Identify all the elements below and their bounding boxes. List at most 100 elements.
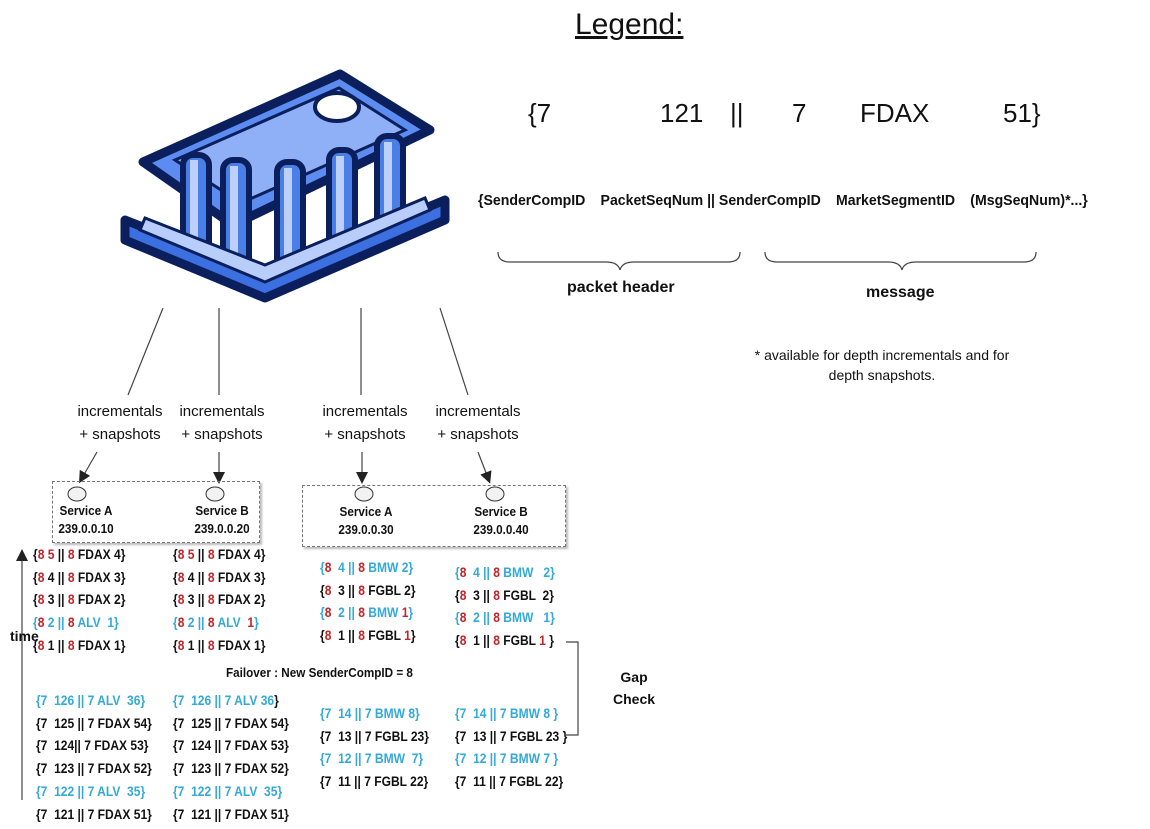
message-list: {8 4 || 8 BMW 2}{8 3 || 8 FGBL 2}{8 2 ||… — [455, 561, 555, 652]
message-row: {8 4 || 8 FDAX 3} — [173, 566, 265, 589]
message-segment: 8 — [177, 546, 185, 562]
message-segment: ALV 1} — [74, 614, 119, 631]
message-segment: {7 11 || 7 FGBL 22} — [455, 773, 564, 790]
message-segment: 8 — [177, 614, 185, 631]
message-row: {7 124 || 7 FDAX 53} — [173, 734, 289, 757]
message-row: {7 11 || 7 FGBL 22} — [320, 770, 429, 793]
message-segment: 2 || — [44, 614, 68, 631]
message-segment: {7 122 || 7 ALV 35} — [173, 782, 283, 799]
message-segment: 5 — [187, 546, 195, 562]
message-segment: {7 14 || 7 BMW 8} — [320, 705, 420, 721]
legend-example-seq: 121 — [660, 98, 704, 128]
packet-header-label: packet header — [567, 279, 675, 296]
service-node: Service A 239.0.0.30 — [325, 503, 408, 539]
message-segment: } — [410, 627, 416, 644]
message-segment: { — [33, 614, 38, 631]
message-segment: {7 123 || 7 FDAX 52} — [173, 760, 289, 777]
message-segment: 8 — [493, 632, 500, 649]
message-list: {8 5 || 8 FDAX 4}{8 4 || 8 FDAX 3}{8 3 |… — [173, 543, 265, 657]
message-segment: 8 — [459, 632, 467, 649]
note-line: depth snapshots. — [828, 367, 936, 383]
feed-label-line: incrementals — [322, 403, 408, 420]
feed-label-line: + snapshots — [181, 426, 263, 443]
message-segment: FGBL 2} — [364, 581, 416, 598]
message-segment: 8 — [358, 581, 365, 598]
message-segment: { — [173, 614, 178, 631]
message-row: {8 5 || 8 FDAX 4} — [173, 543, 265, 566]
feed-label-line: + snapshots — [437, 426, 519, 443]
message-segment: 1 — [401, 604, 409, 621]
message-segment: FDAX 3} — [214, 568, 266, 585]
message-segment: 8 — [177, 636, 185, 653]
service-node: Service B 239.0.0.20 — [181, 502, 264, 538]
message-segment: FDAX 3} — [74, 568, 126, 585]
message-row: {8 4 || 8 BMW 2} — [320, 556, 416, 579]
message-row: {8 1 || 8 FDAX 1} — [33, 634, 125, 657]
message-segment: 2 || — [331, 604, 359, 621]
message-row: {7 14 || 7 BMW 8} — [320, 702, 429, 725]
message-segment: {7 12 || 7 BMW 7} — [320, 750, 424, 767]
message-segment: 8 — [37, 636, 45, 653]
message-segment: 8 — [67, 546, 75, 562]
message-segment: } — [254, 614, 259, 631]
message-segment: 8 — [207, 546, 215, 562]
message-segment: 8 — [358, 627, 365, 644]
legend-example-sender: 7 — [792, 98, 807, 128]
message-segment: 8 — [459, 609, 467, 626]
message-row: {7 12 || 7 BMW 7} — [320, 747, 429, 770]
message-list: {7 14 || 7 BMW 8 }{7 13 || 7 FGBL 23 }{7… — [455, 702, 567, 793]
message-segment: FDAX 4} — [214, 546, 266, 562]
message-segment: FDAX 4} — [74, 546, 126, 562]
feed-label-line: incrementals — [179, 403, 265, 420]
message-row: {8 1 || 8 FGBL 1 } — [455, 629, 555, 652]
exchange-building-icon — [120, 69, 450, 303]
message-list: {8 4 || 8 BMW 2}{8 3 || 8 FGBL 2}{8 2 ||… — [320, 556, 416, 647]
message-row: {7 122 || 7 ALV 35} — [36, 780, 152, 803]
message-row: {7 126 || 7 ALV 36} — [173, 689, 289, 712]
service-node: Service A 239.0.0.10 — [45, 502, 128, 538]
message-segment: FDAX 2} — [214, 591, 266, 608]
message-segment: { — [173, 591, 178, 608]
message-row: {7 123 || 7 FDAX 52} — [173, 757, 289, 780]
message-segment: { — [455, 609, 460, 626]
message-label: message — [866, 284, 935, 301]
message-row: {8 4 || 8 BMW 2} — [455, 561, 555, 584]
legend-field: PacketSeqNum || SenderCompID — [600, 192, 821, 209]
message-segment: 8 — [459, 586, 467, 603]
message-segment: { — [173, 568, 178, 585]
service-ip: 239.0.0.30 — [338, 522, 394, 537]
message-segment: { — [455, 586, 460, 603]
message-list: {7 126 || 7 ALV 36}{7 125 || 7 FDAX 54}{… — [36, 689, 152, 825]
message-segment: { — [320, 581, 325, 598]
service-ip: 239.0.0.40 — [473, 522, 529, 537]
message-segment: FDAX 1} — [214, 636, 266, 653]
message-row: {7 14 || 7 BMW 8 } — [455, 702, 567, 725]
message-row: {7 123 || 7 FDAX 52} — [36, 757, 152, 780]
time-label: time — [10, 628, 39, 644]
message-segment: 8 — [493, 564, 500, 580]
message-row: {7 121 || 7 FDAX 51} — [36, 803, 152, 826]
message-list: {7 14 || 7 BMW 8}{7 13 || 7 FGBL 23}{7 1… — [320, 702, 429, 793]
message-segment: 8 — [67, 614, 75, 631]
message-row: {8 2 || 8 ALV 1} — [33, 611, 125, 634]
feed-label: incrementals + snapshots — [60, 400, 180, 446]
message-segment: {7 121 || 7 FDAX 51} — [173, 805, 289, 822]
message-segment: { — [320, 559, 325, 575]
message-segment: 2 || — [466, 609, 494, 626]
message-segment: { — [173, 636, 178, 653]
message-segment: 1 — [404, 627, 411, 644]
message-row: {8 2 || 8 BMW 1} — [320, 601, 416, 624]
message-segment: 1 — [247, 614, 255, 631]
message-row: {8 2 || 8 ALV 1} — [173, 611, 265, 634]
message-segment: { — [455, 632, 460, 649]
note-line: * available for depth incrementals and f… — [754, 347, 1010, 363]
message-segment: 3 || — [466, 586, 494, 603]
message-segment: {7 125 || 7 FDAX 54} — [36, 714, 152, 731]
gap-check-label: Gap Check — [613, 666, 655, 710]
legend-fields: {SenderCompID PacketSeqNum || SenderComp… — [478, 192, 1099, 209]
message-segment: 8 — [207, 614, 215, 631]
service-name: Service A — [59, 503, 113, 518]
message-row: {8 3 || 8 FDAX 2} — [173, 588, 265, 611]
legend-field: MarketSegmentID — [835, 192, 956, 209]
feed-label-line: + snapshots — [79, 426, 161, 443]
